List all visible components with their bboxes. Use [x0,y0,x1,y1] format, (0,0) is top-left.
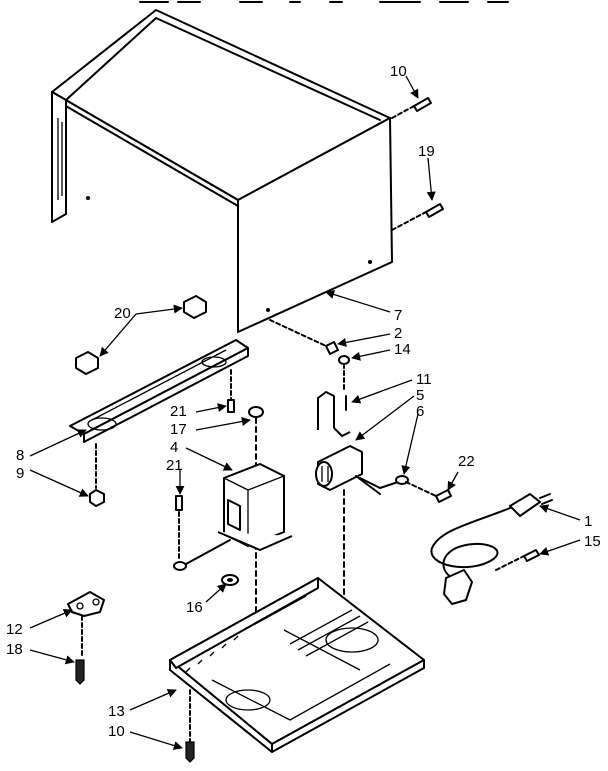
screw-10-bottom [185,689,195,763]
rubber-feet [75,295,207,375]
nut-14 [338,355,350,391]
screw-22 [405,481,452,503]
capacitor-bracket [317,391,351,437]
callout-20: 20 [114,305,131,322]
callout-16: 16 [186,599,203,616]
cord-bracket [67,591,105,657]
callout-22: 22 [458,453,475,470]
callout-1: 1 [584,513,592,530]
screw-15 [495,549,540,571]
callout-12: 12 [6,621,23,638]
callout-21-lower: 21 [166,457,183,474]
callout-14: 14 [394,341,411,358]
base-pan [169,577,425,753]
callout-2: 2 [394,325,402,342]
callout-11: 11 [416,371,432,388]
callout-4: 4 [170,439,178,456]
cabinet-wrapper [51,9,393,333]
capacitor [315,445,363,641]
screw-2 [269,319,339,355]
bolt-9 [89,443,105,507]
callout-19: 19 [418,143,435,160]
callout-15: 15 [584,533,601,550]
callout-8: 8 [16,447,24,464]
screw-10-top [391,97,432,119]
screw-18 [75,659,85,685]
callout-9: 9 [16,465,24,482]
callout-10-bottom: 10 [108,723,125,740]
channel-bracket [69,339,249,443]
power-cord [430,493,553,605]
callout-7: 7 [394,307,402,324]
callout-17: 17 [170,421,187,438]
capacitor-wire [355,475,409,495]
transformer [217,463,293,551]
callout-21-upper: 21 [170,403,187,420]
callout-6: 6 [416,403,424,420]
washer-16 [221,574,239,586]
screw-21-lower [173,495,231,571]
callout-labels: 10 19 7 2 14 11 5 6 22 1 15 20 21 17 4 2… [6,63,601,740]
screw-21-upper [227,369,235,413]
leader-lines [29,75,581,750]
callout-13: 13 [108,703,125,720]
callout-18: 18 [6,641,23,658]
callout-5: 5 [416,387,424,404]
screw-19 [391,203,444,231]
callout-10-top: 10 [390,63,407,80]
